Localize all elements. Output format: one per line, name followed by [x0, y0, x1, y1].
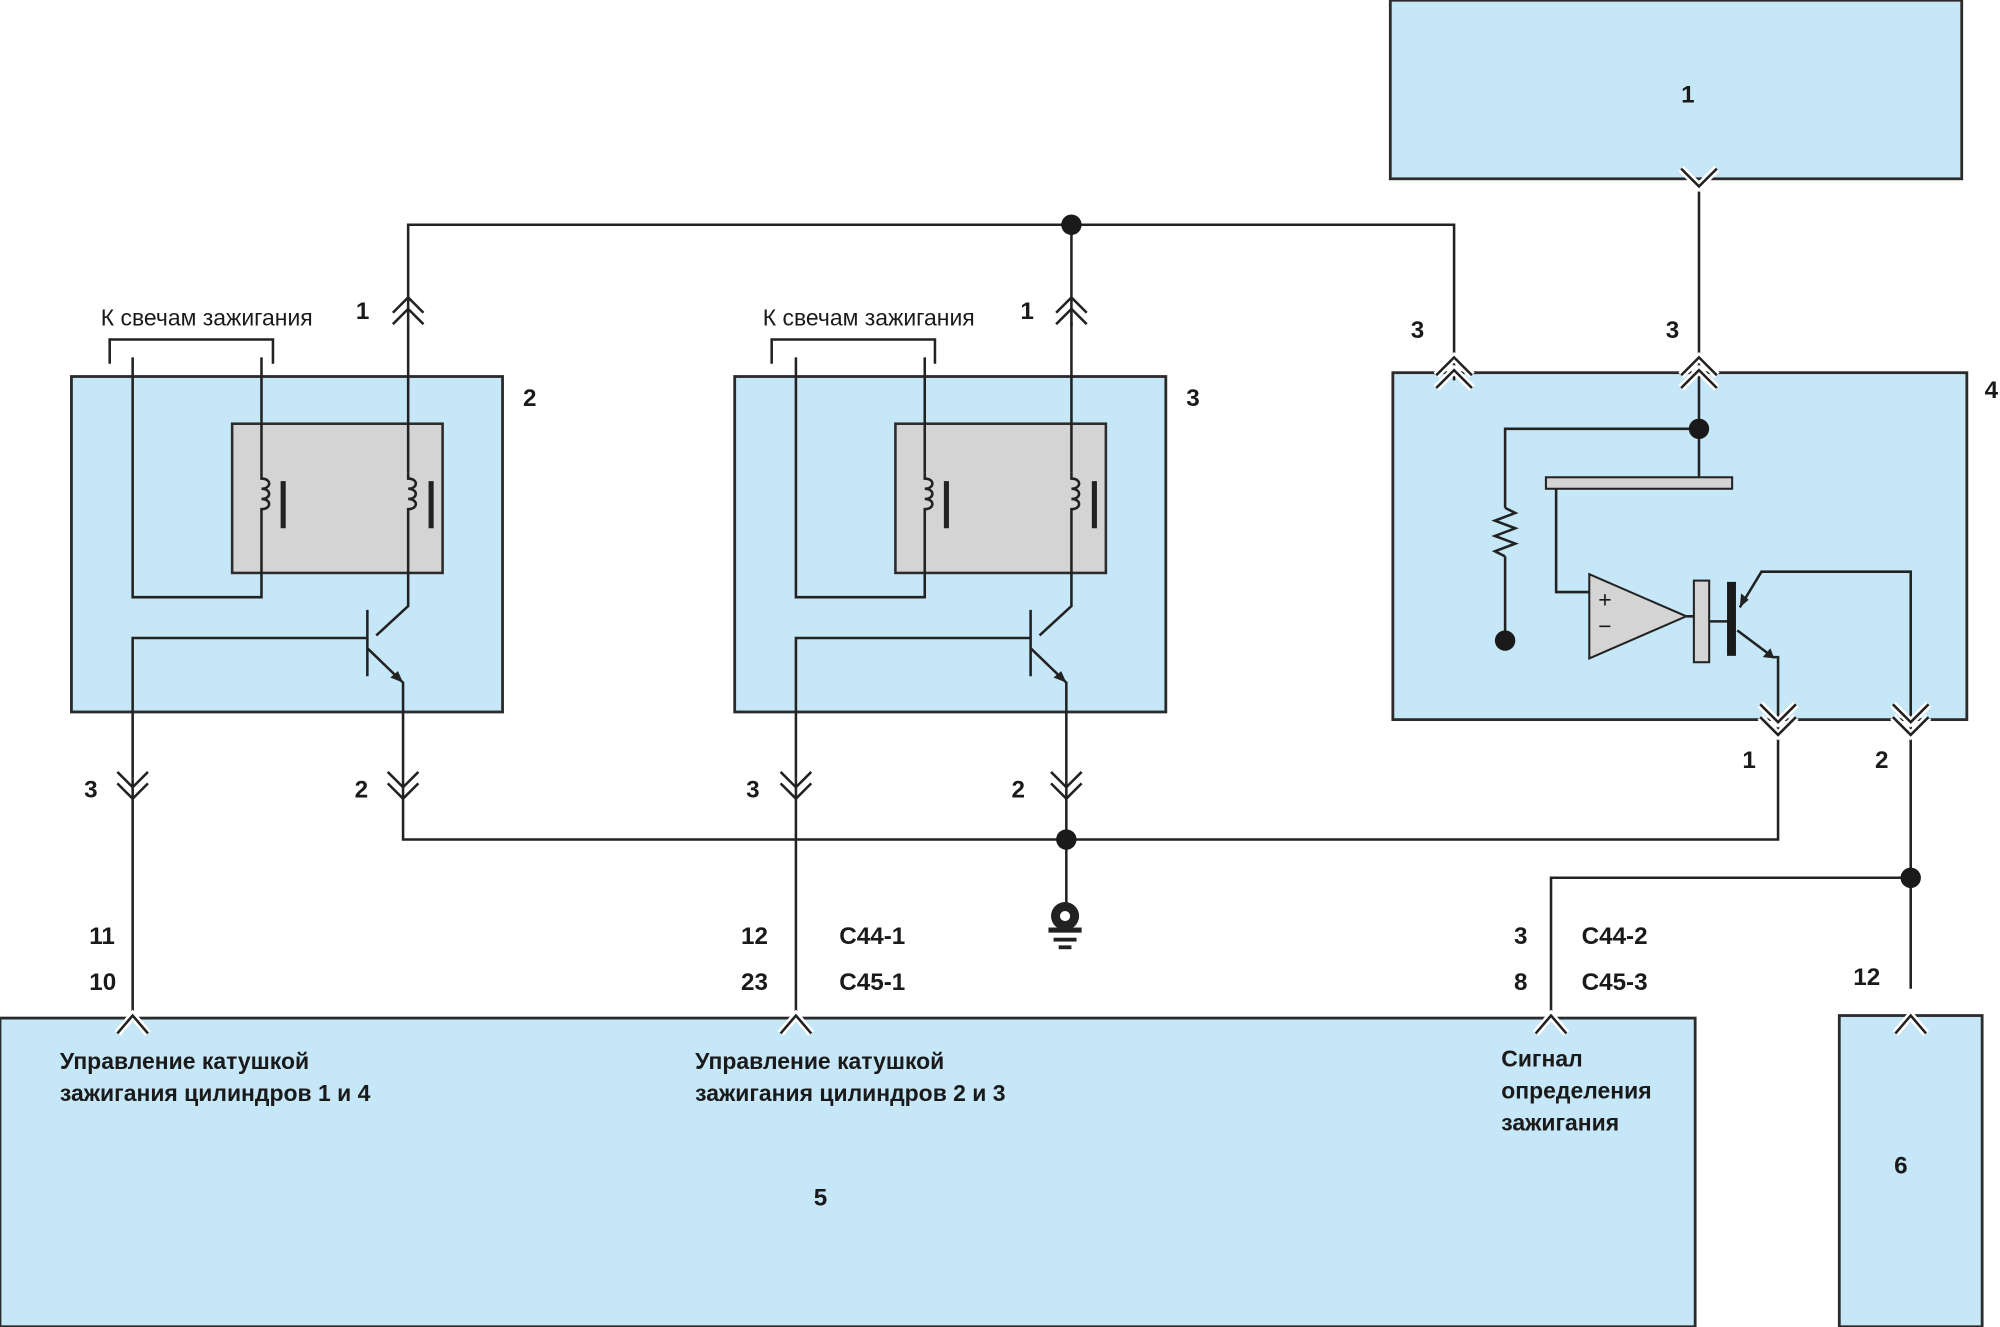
wire-c3-secondary-loop: [794, 357, 927, 599]
connector-ecu-signal-icon: [1532, 1009, 1570, 1036]
pin-label: 1: [356, 298, 369, 325]
connector-c3-pin1-icon: [1055, 295, 1088, 326]
pin-label: 3: [1666, 317, 1679, 344]
pin-label: 2: [355, 776, 368, 803]
junction-c4-resistor-end: [1494, 630, 1516, 651]
connector-c4-pin2-icon: [1890, 701, 1932, 741]
connector-c4-pin3a-icon: [1433, 351, 1475, 391]
spark-plug-note-mid: К свечам зажигания: [763, 304, 975, 330]
c6-pin-label: 12: [1853, 964, 1880, 991]
spark-plug-note-left: К свечам зажигания: [101, 304, 313, 330]
output-transistor-base: [1727, 581, 1736, 656]
wire-c2-base: [131, 636, 368, 779]
opamp-minus-sign: −: [1598, 613, 1611, 639]
pin-label: 2: [1011, 776, 1024, 803]
junction-top-bus: [1061, 214, 1082, 235]
pin-label: 3: [84, 776, 97, 803]
transistor-c2-arrow-icon: [390, 671, 404, 683]
connector-id-label: C44-2: [1582, 923, 1648, 950]
wire-c2-primary-low: [375, 535, 410, 637]
ecu-pin-label: 12: [741, 923, 768, 950]
plug-bracket-mid: [770, 338, 937, 364]
ecu-pin-label: 11: [89, 923, 115, 950]
connector-ecu-coil23-icon: [777, 1009, 815, 1036]
component-2-label: 2: [523, 385, 536, 412]
emitter-arrow-icon: [1762, 648, 1775, 659]
connector-c4-pin1-icon: [1757, 701, 1799, 741]
pin-label: 1: [1742, 747, 1755, 774]
connector-c2-pin2-icon: [386, 771, 420, 801]
coil-winding-c3a-icon: [923, 472, 934, 536]
wire-ground-bus: [401, 733, 1780, 841]
ecu-input-coil23-line2: зажигания цилиндров 2 и 3: [695, 1080, 1005, 1106]
connector-c6-pin12-icon: [1892, 1009, 1929, 1036]
junction-c4-supply: [1688, 418, 1710, 440]
connector-c2-pin3-icon: [116, 771, 149, 801]
component-5-label: 5: [814, 1185, 827, 1212]
wire-c2-secondary-loop: [131, 357, 263, 599]
collector-arrow-icon: [1739, 593, 1749, 608]
wire-c4-resistor: [1503, 427, 1699, 508]
opamp-icon: [1588, 572, 1689, 660]
coil-winding-c2b-icon: [406, 472, 418, 536]
junction-ground-bus: [1056, 829, 1077, 850]
junction-signal: [1900, 867, 1921, 888]
component-3-label: 3: [1186, 385, 1199, 412]
component-4-block: [1391, 371, 1969, 722]
connector-id-label: C45-3: [1582, 969, 1648, 996]
wire-top-bus: [406, 223, 1456, 381]
plug-bracket-left: [108, 338, 275, 364]
opamp-plus-sign: +: [1598, 586, 1611, 612]
wire-c3-primary-low: [1038, 535, 1073, 637]
connector-c3-pin2-icon: [1050, 771, 1083, 801]
ecu-input-coil14-line1: Управление катушкой: [60, 1048, 309, 1074]
ecu-input-coil23-line1: Управление катушкой: [695, 1048, 944, 1074]
connector-c4-pin3b-icon: [1678, 351, 1720, 391]
component-1-block: [1388, 0, 1964, 181]
ecu-input-signal-line2: определения: [1501, 1077, 1651, 1103]
wire-c4-collector: [1738, 570, 1912, 734]
component-6-label: 6: [1894, 1153, 1907, 1180]
ecu-input-coil14-line2: зажигания цилиндров 1 и 4: [60, 1080, 371, 1106]
wire-c4-emitter: [1736, 629, 1780, 734]
coil-winding-c2a-icon: [260, 472, 271, 536]
pin-label: 1: [1020, 298, 1033, 325]
component-4-label: 4: [1985, 377, 1999, 404]
ecu-pin-label: 3: [1514, 923, 1527, 950]
ecu-pin-label: 23: [741, 969, 768, 996]
resistor-icon: [1491, 506, 1519, 558]
component-1-label: 1: [1681, 81, 1694, 108]
connector-c1-out-icon: [1678, 165, 1720, 192]
sensor-plate: [1544, 476, 1734, 490]
output-capacitor-plate: [1692, 579, 1711, 664]
coil-winding-c3b-icon: [1070, 472, 1081, 536]
connector-ecu-coil14-icon: [114, 1009, 151, 1036]
ecu-pin-label: 10: [89, 969, 116, 996]
transistor-c3-arrow-icon: [1053, 671, 1067, 683]
ecu-input-signal-line1: Сигнал: [1501, 1046, 1582, 1072]
ecu-pin-label: 8: [1514, 969, 1527, 996]
pin-label: 2: [1875, 747, 1888, 774]
connector-id-label: C44-1: [839, 923, 905, 950]
pin-label: 3: [1411, 317, 1424, 344]
ecu-input-signal-line3: зажигания: [1501, 1109, 1619, 1135]
connector-id-label: C45-1: [839, 969, 905, 996]
pin-label: 3: [746, 776, 759, 803]
connector-c3-pin3-icon: [779, 771, 813, 801]
connector-c2-pin1-icon: [391, 295, 425, 326]
ground-icon: [1048, 902, 1082, 950]
wire-c4-opamp-in: [1554, 488, 1590, 594]
wire-signal-to-ecu: [1549, 876, 1911, 1021]
wire-c3-base: [794, 636, 1031, 779]
component-6-block: [1837, 1014, 1984, 1327]
